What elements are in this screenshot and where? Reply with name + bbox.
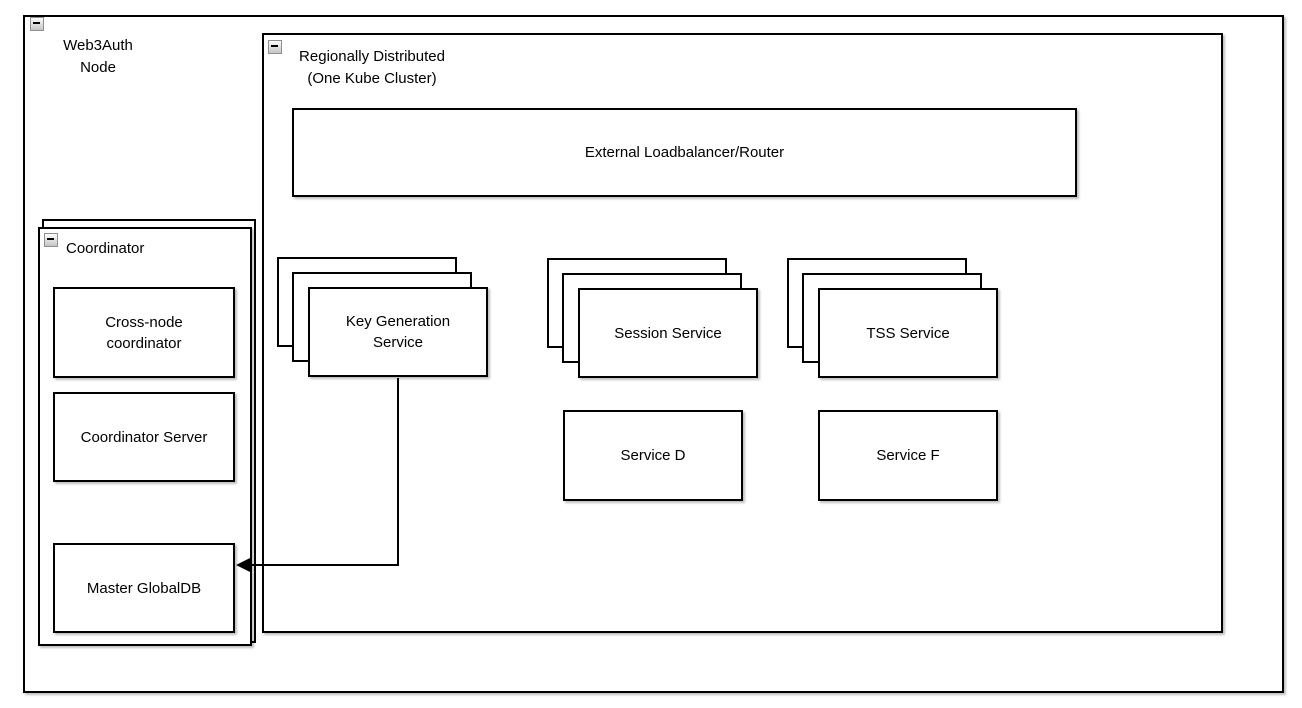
node-master-globaldb-label: Master GlobalDB [86, 579, 202, 597]
node-cross-node-coordinator[interactable]: Cross-node coordinator [53, 287, 235, 378]
group-web3auth-node-label-line1: Web3Auth [63, 37, 133, 54]
node-service-d[interactable]: Service D [563, 410, 743, 501]
group-coordinator-label: Coordinator [66, 240, 145, 257]
node-master-globaldb[interactable]: Master GlobalDB [53, 543, 235, 633]
group-regionally-distributed-label-line1: Regionally Distributed [299, 48, 445, 65]
node-cross-node-coordinator-label: Cross-node coordinator [105, 313, 183, 352]
node-tss-service[interactable]: TSS Service [818, 288, 998, 378]
node-service-d-label: Service D [620, 447, 686, 464]
node-service-f-label: Service F [876, 447, 940, 464]
node-service-f[interactable]: Service F [818, 410, 998, 501]
node-session-service[interactable]: Session Service [578, 288, 758, 378]
node-key-generation-service-label: Key Generation Service [345, 313, 451, 351]
collapse-icon[interactable] [30, 17, 44, 31]
node-coordinator-server-label: Coordinator Server [80, 428, 208, 446]
node-session-service-label: Session Service [614, 324, 722, 342]
collapse-icon[interactable] [44, 233, 58, 247]
node-key-generation-service[interactable]: Key Generation Service [308, 287, 488, 377]
node-tss-service-label: TSS Service [866, 324, 950, 342]
group-web3auth-node-label-line2: Node [80, 59, 116, 76]
node-external-loadbalancer[interactable]: External Loadbalancer/Router [292, 108, 1077, 197]
group-regionally-distributed-label: Regionally Distributed (One Kube Cluster… [272, 46, 472, 90]
node-external-loadbalancer-label: External Loadbalancer/Router [584, 144, 785, 161]
group-regionally-distributed-label-line2: (One Kube Cluster) [307, 70, 437, 87]
node-coordinator-server[interactable]: Coordinator Server [53, 392, 235, 482]
group-web3auth-node-label: Web3Auth Node [23, 35, 173, 79]
collapse-icon[interactable] [268, 40, 282, 54]
